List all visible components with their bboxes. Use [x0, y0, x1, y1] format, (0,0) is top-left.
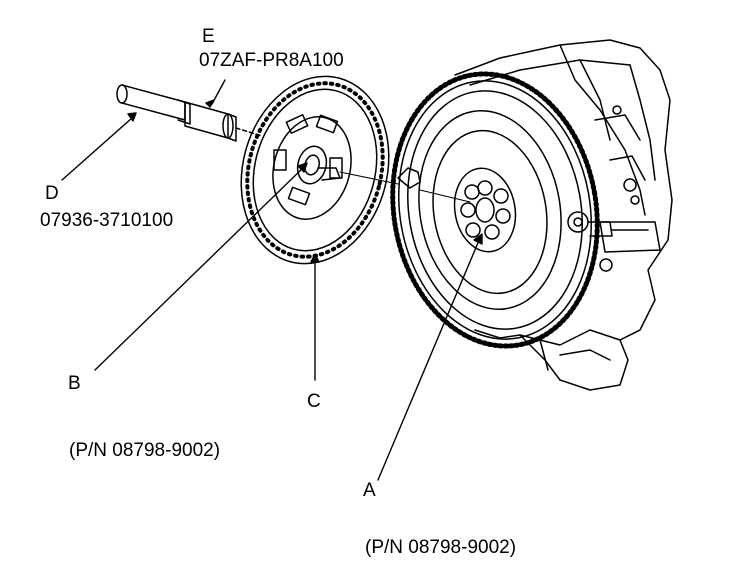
- flywheel: [390, 71, 600, 349]
- flywheel-bolts: [460, 180, 511, 240]
- label-d: D: [45, 183, 59, 204]
- note-pn-bottom: (P/N 08798-9002): [365, 537, 517, 558]
- leader-d: [61, 117, 133, 181]
- note-pn-left: (P/N 08798-9002): [69, 440, 221, 461]
- clutch-alignment-tool: [116, 84, 263, 142]
- label-c: C: [307, 391, 321, 412]
- label-e: E: [202, 26, 215, 47]
- clutch-disc: [240, 75, 390, 265]
- leader-a: [377, 237, 481, 481]
- leader-lines: [61, 79, 483, 481]
- damper-springs: [273, 114, 343, 206]
- part-number-e: 07ZAF-PR8A100: [199, 50, 344, 71]
- part-number-d: 07936-3710100: [40, 210, 174, 231]
- label-b: B: [68, 373, 81, 394]
- alignment-centerlines: [339, 171, 471, 203]
- leader-b: [94, 165, 306, 371]
- engine-block: [454, 39, 673, 391]
- label-a: A: [363, 480, 376, 501]
